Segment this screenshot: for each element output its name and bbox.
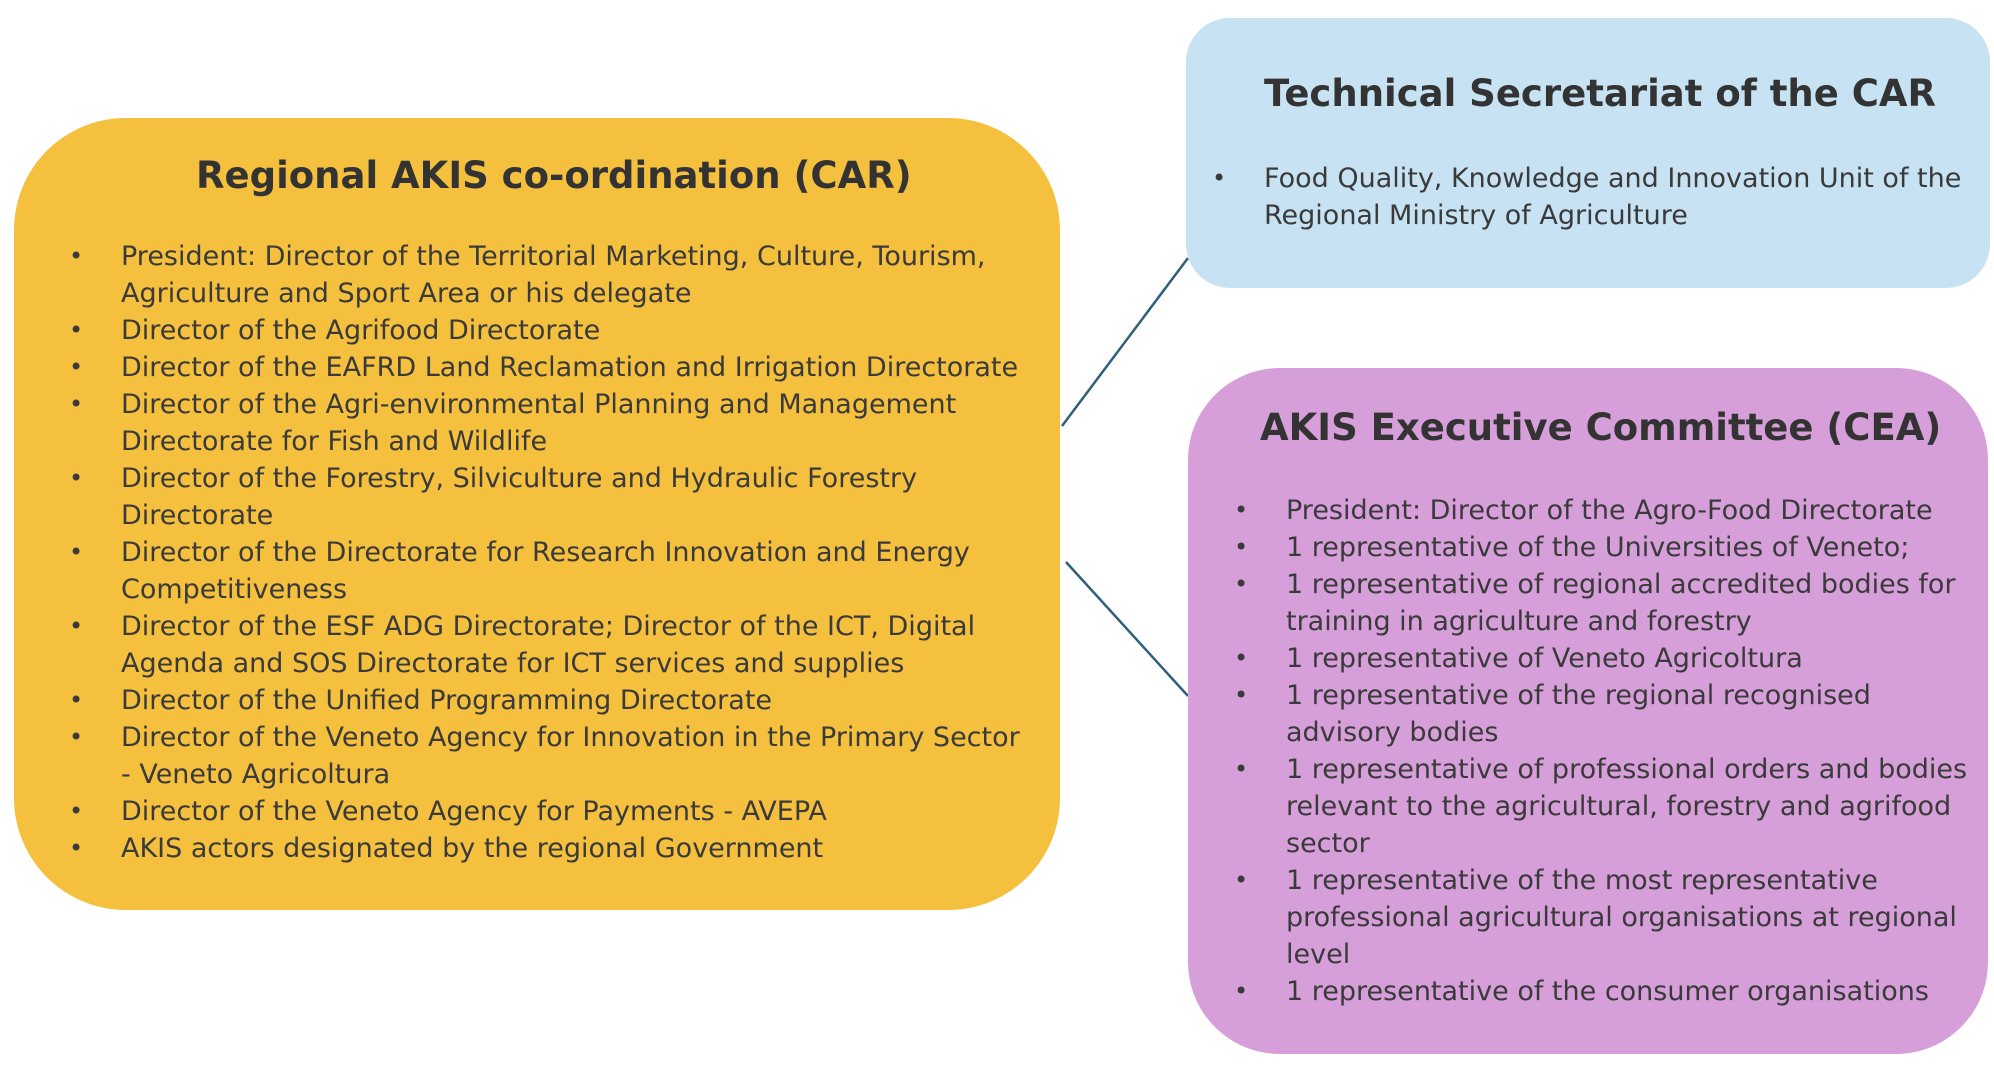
secretariat-title: Technical Secretariat of the CAR [1264,72,1936,115]
list-item: Director of the ESF ADG Directorate; Dir… [69,608,1029,682]
cea-box: AKIS Executive Committee (CEA) President… [1188,368,1988,1054]
car-title: Regional AKIS co-ordination (CAR) [196,154,912,197]
list-item: President: Director of the Agro-Food Dir… [1234,492,1974,529]
list-item: President: Director of the Territorial M… [69,238,1029,312]
list-item: Director of the Agri-environmental Plann… [69,386,1029,460]
list-item: 1 representative of the most representat… [1234,862,1974,973]
list-item: AKIS actors designated by the regional G… [69,830,1029,867]
list-item: Director of the EAFRD Land Reclamation a… [69,349,1029,386]
list-item: 1 representative of regional accredited … [1234,566,1974,640]
list-item: Director of the Directorate for Research… [69,534,1029,608]
car-box: Regional AKIS co-ordination (CAR) Presid… [14,118,1060,910]
list-item: Director of the Agrifood Directorate [69,312,1029,349]
connector-car-to-secretariat [1061,257,1189,427]
list-item: 1 representative of the consumer organis… [1234,973,1974,1010]
list-item: Director of the Unified Programming Dire… [69,682,1029,719]
list-item: 1 representative of professional orders … [1234,751,1974,862]
cea-member-list: President: Director of the Agro-Food Dir… [1234,492,1974,1010]
car-member-list: President: Director of the Territorial M… [69,238,1029,867]
list-item: 1 representative of the regional recogni… [1234,677,1974,751]
secretariat-list: Food Quality, Knowledge and Innovation U… [1212,160,1972,234]
list-item: Director of the Forestry, Silviculture a… [69,460,1029,534]
cea-title: AKIS Executive Committee (CEA) [1260,406,1942,449]
secretariat-box: Technical Secretariat of the CAR Food Qu… [1186,18,1990,288]
list-item: 1 representative of the Universities of … [1234,529,1974,566]
list-item: Director of the Veneto Agency for Innova… [69,719,1029,793]
list-item: 1 representative of Veneto Agricoltura [1234,640,1974,677]
list-item: Food Quality, Knowledge and Innovation U… [1212,160,1972,234]
list-item: Director of the Veneto Agency for Paymen… [69,793,1029,830]
connector-car-to-cea [1065,561,1189,697]
